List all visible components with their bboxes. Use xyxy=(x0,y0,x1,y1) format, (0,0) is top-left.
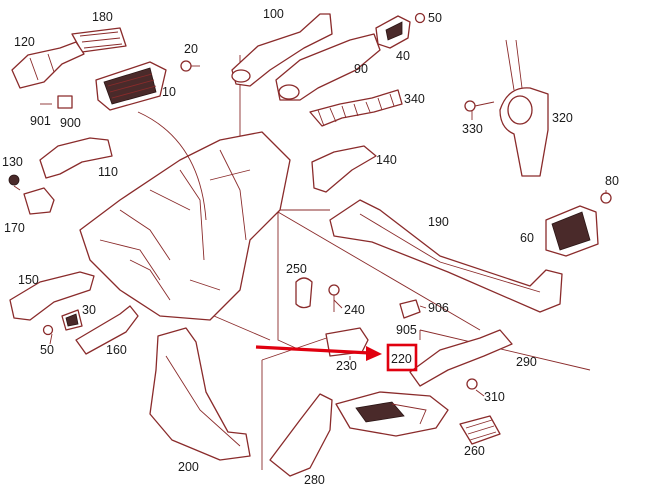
part-labels: 180 120 100 20 10 50 40 90 340 330 320 9… xyxy=(2,7,619,485)
part-50-screw-top[interactable] xyxy=(414,12,426,24)
label-170: 170 xyxy=(4,221,25,235)
label-240: 240 xyxy=(344,303,365,317)
section-frame-lines xyxy=(199,55,591,470)
part-290-hose[interactable] xyxy=(409,329,513,387)
part-20-screw[interactable] xyxy=(180,60,200,72)
label-160: 160 xyxy=(106,343,127,357)
label-40: 40 xyxy=(396,49,410,63)
part-180-vent[interactable] xyxy=(71,27,127,53)
label-230: 230 xyxy=(336,359,357,373)
part-240-screw[interactable] xyxy=(328,284,340,312)
red-arrow-indicator xyxy=(255,345,382,361)
label-80: 80 xyxy=(605,174,619,188)
label-900: 900 xyxy=(60,116,81,130)
label-30: 30 xyxy=(82,303,96,317)
part-170-bracket[interactable] xyxy=(23,187,55,215)
label-310: 310 xyxy=(484,390,505,404)
label-320: 320 xyxy=(552,111,573,125)
label-340: 340 xyxy=(404,92,425,106)
label-180: 180 xyxy=(92,10,113,24)
part-130-screw[interactable] xyxy=(8,174,20,186)
part-110-duct[interactable] xyxy=(39,137,113,179)
part-330-screw[interactable] xyxy=(464,100,495,112)
label-330: 330 xyxy=(462,122,483,136)
part-340-hose[interactable] xyxy=(309,89,403,127)
part-10-air-outlet[interactable] xyxy=(95,61,167,111)
part-160-duct[interactable] xyxy=(75,305,139,355)
part-50-screw-bottom[interactable] xyxy=(42,324,54,336)
label-130: 130 xyxy=(2,155,23,169)
label-10: 10 xyxy=(162,85,176,99)
part-150-duct[interactable] xyxy=(9,271,95,321)
label-260: 260 xyxy=(464,444,485,458)
part-80-screw[interactable] xyxy=(600,192,612,204)
part-200-duct[interactable] xyxy=(149,327,251,461)
label-280: 280 xyxy=(304,473,325,485)
label-150: 150 xyxy=(18,273,39,287)
part-140-bracket[interactable] xyxy=(311,145,377,193)
part-90-duct[interactable] xyxy=(275,33,381,101)
label-290: 290 xyxy=(516,355,537,369)
label-906: 906 xyxy=(428,301,449,315)
part-40-clip[interactable] xyxy=(375,15,411,49)
part-310-screw[interactable] xyxy=(466,378,478,390)
label-leader-lines xyxy=(13,110,607,397)
part-905-clip[interactable] xyxy=(399,299,421,319)
label-20: 20 xyxy=(184,42,198,56)
label-100: 100 xyxy=(263,7,284,21)
part-100-duct[interactable] xyxy=(231,13,333,87)
label-250: 250 xyxy=(286,262,307,276)
label-200: 200 xyxy=(178,460,199,474)
label-110: 110 xyxy=(98,165,118,179)
label-90: 90 xyxy=(354,62,368,76)
part-120-duct[interactable] xyxy=(11,41,85,89)
label-140: 140 xyxy=(376,153,397,167)
part-30-clip[interactable] xyxy=(61,309,83,331)
label-50-bottom: 50 xyxy=(40,343,54,357)
part-320-blower[interactable] xyxy=(499,39,549,177)
part-260-pad[interactable] xyxy=(459,415,501,445)
hvac-housing-assembly[interactable] xyxy=(79,111,291,321)
label-901: 901 xyxy=(30,114,51,128)
part-190-duct[interactable] xyxy=(329,199,563,313)
part-250-bracket[interactable] xyxy=(295,277,313,309)
part-900-clip[interactable] xyxy=(40,95,73,109)
part-280-duct[interactable] xyxy=(269,393,333,477)
part-220-module[interactable] xyxy=(335,391,449,437)
label-50-top: 50 xyxy=(428,11,442,25)
label-190: 190 xyxy=(428,215,449,229)
part-60-air-outlet[interactable] xyxy=(545,205,599,257)
label-60: 60 xyxy=(520,231,534,245)
label-120: 120 xyxy=(14,35,35,49)
highlight-box-220 xyxy=(386,343,418,372)
label-905: 905 xyxy=(396,323,417,337)
label-220: 220 xyxy=(391,352,412,366)
